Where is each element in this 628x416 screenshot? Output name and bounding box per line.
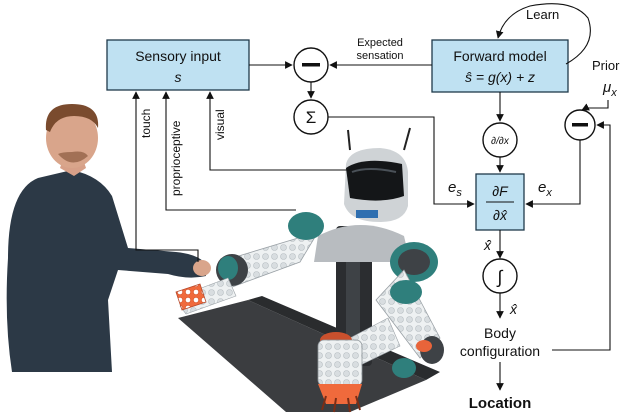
error-s-label: es [448, 179, 462, 199]
prior-label: Prior [592, 58, 620, 73]
integral-symbol: ∫ [496, 267, 504, 287]
touch-channel [132, 91, 199, 262]
comparator-top [293, 47, 329, 83]
forward-model-block: Forward model ŝ = g(x) + z [431, 39, 569, 93]
x-hat-label: x̂ [509, 301, 518, 317]
sensory-input-title: Sensory input [135, 48, 221, 64]
location-label: Location [469, 395, 532, 412]
visual-label: visual [213, 109, 227, 140]
forward-model-equation: ŝ = g(x) + z [465, 69, 535, 85]
scene-illustration [6, 104, 444, 413]
derivative-symbol: ∂/∂x [491, 136, 510, 147]
learn-label: Learn [526, 7, 559, 22]
sum-symbol: Σ [306, 108, 317, 127]
integral-node: ∫ [482, 258, 518, 294]
derivative-node: ∂/∂x [482, 122, 518, 158]
expected-sensation-label-1: Expected [357, 37, 403, 49]
error-x-label: ex [538, 179, 552, 199]
robot [175, 127, 444, 413]
prior-to-comparator-arrow [586, 100, 609, 109]
body-configuration-line1: Body [484, 325, 516, 341]
sensory-input-symbol: s [175, 69, 182, 85]
error-s-path [328, 116, 475, 208]
body-to-prior-feedback [552, 121, 611, 351]
proprioceptive-label: proprioceptive [169, 120, 183, 196]
x-dot-label: ẋ̂ [483, 237, 492, 253]
sensory-input-block: Sensory input s [106, 39, 250, 91]
sum-node: Σ [293, 99, 329, 135]
visual-channel [206, 91, 350, 171]
expected-sensation-label-2: sensation [356, 50, 403, 62]
proprioceptive-channel [162, 91, 296, 211]
gradient-denominator: ∂x̂ [493, 207, 508, 223]
table-surface [178, 300, 426, 412]
prior-symbol: μx [602, 79, 617, 99]
forward-model-title: Forward model [453, 48, 546, 64]
body-configuration-line2: configuration [460, 343, 540, 359]
comparator-prior [564, 109, 596, 141]
error-x-path [525, 140, 581, 208]
human-figure [6, 104, 211, 372]
touch-label: touch [139, 109, 153, 138]
gradient-numerator: ∂F [492, 183, 509, 199]
learn-loop-arrow [495, 3, 591, 65]
free-energy-gradient-block: ∂F ∂x̂ [475, 173, 525, 231]
